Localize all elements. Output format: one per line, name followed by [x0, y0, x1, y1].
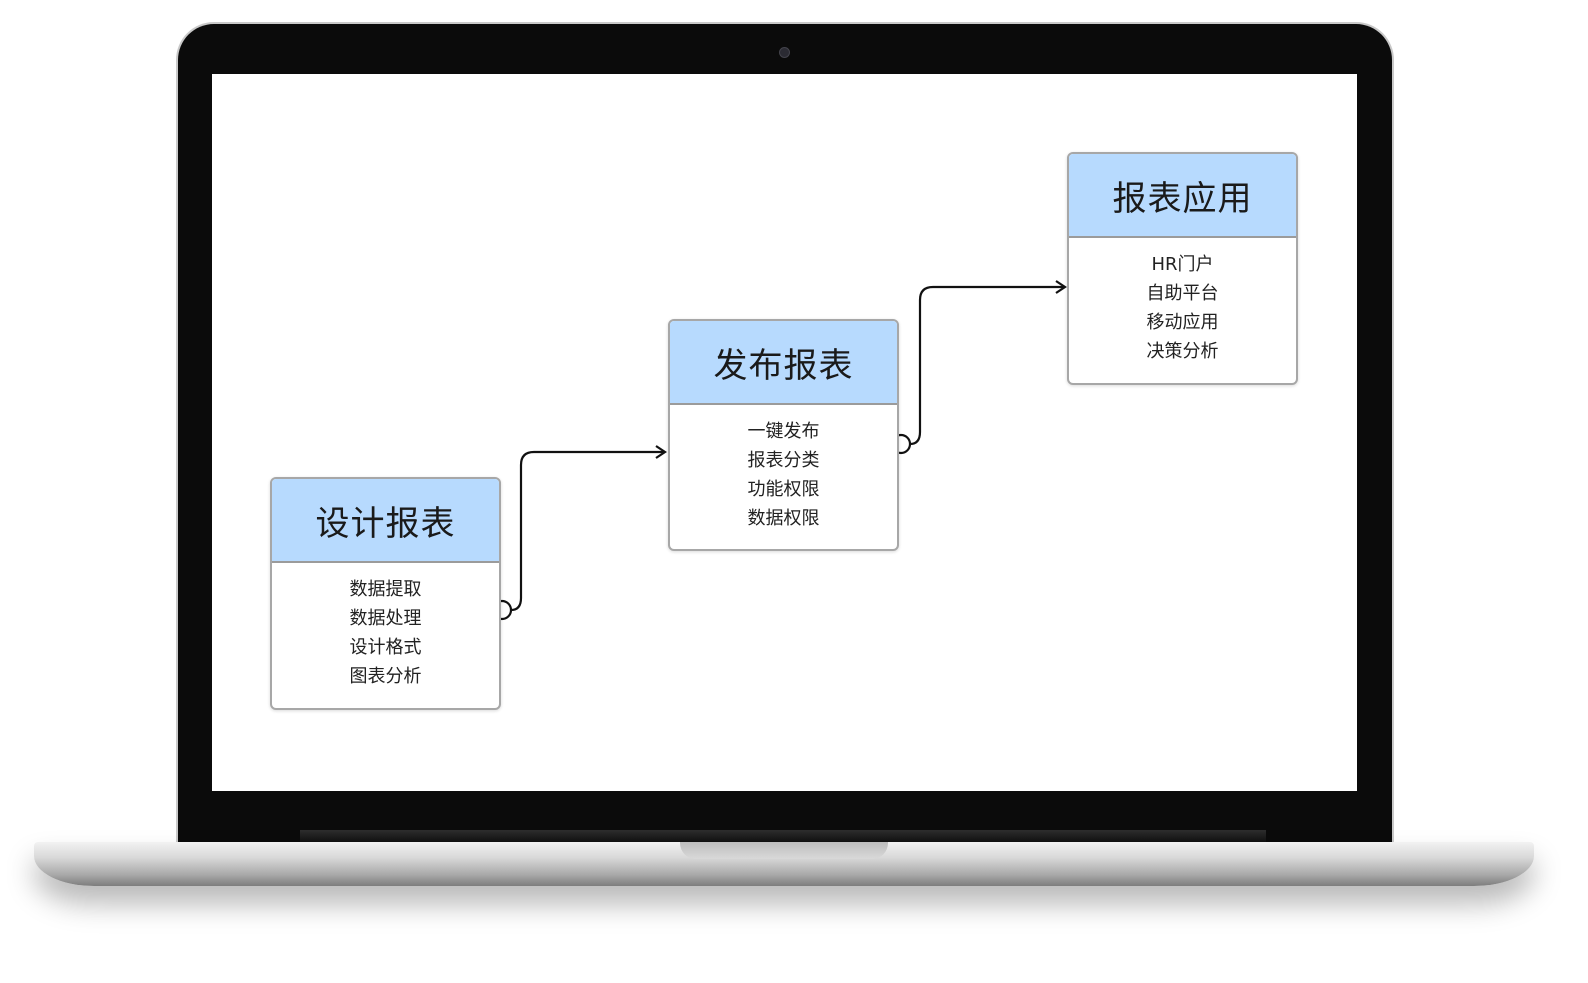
node-title: 报表应用	[1069, 154, 1296, 238]
node-design-report[interactable]: 设计报表 数据提取 数据处理 设计格式 图表分析	[270, 477, 501, 710]
node-item: 数据权限	[747, 508, 820, 529]
node-item-list: HR门户 自助平台 移动应用 决策分析	[1069, 238, 1296, 366]
node-item-list: 数据提取 数据处理 设计格式 图表分析	[272, 563, 499, 691]
edge-publish-to-apply	[909, 280, 1067, 446]
edge-design-to-publish	[510, 445, 667, 612]
node-item: 一键发布	[747, 421, 820, 442]
node-title: 设计报表	[272, 479, 499, 563]
laptop-notch	[680, 842, 888, 859]
node-item: 移动应用	[1146, 312, 1219, 333]
node-report-application[interactable]: 报表应用 HR门户 自助平台 移动应用 决策分析	[1067, 152, 1298, 385]
node-item: 设计格式	[349, 637, 422, 658]
node-item: 自助平台	[1146, 283, 1219, 304]
node-item-list: 一键发布 报表分类 功能权限 数据权限	[670, 405, 897, 533]
node-item: 功能权限	[747, 479, 820, 500]
node-item: 报表分类	[747, 450, 820, 471]
node-item: HR门户	[1151, 254, 1214, 275]
node-item: 数据处理	[349, 608, 422, 629]
laptop-hinge	[300, 830, 1266, 842]
node-publish-report[interactable]: 发布报表 一键发布 报表分类 功能权限 数据权限	[668, 319, 899, 551]
node-title: 发布报表	[670, 321, 897, 405]
node-item: 数据提取	[349, 579, 422, 600]
node-item: 图表分析	[349, 666, 422, 687]
node-item: 决策分析	[1146, 341, 1219, 362]
camera-icon	[779, 47, 790, 58]
